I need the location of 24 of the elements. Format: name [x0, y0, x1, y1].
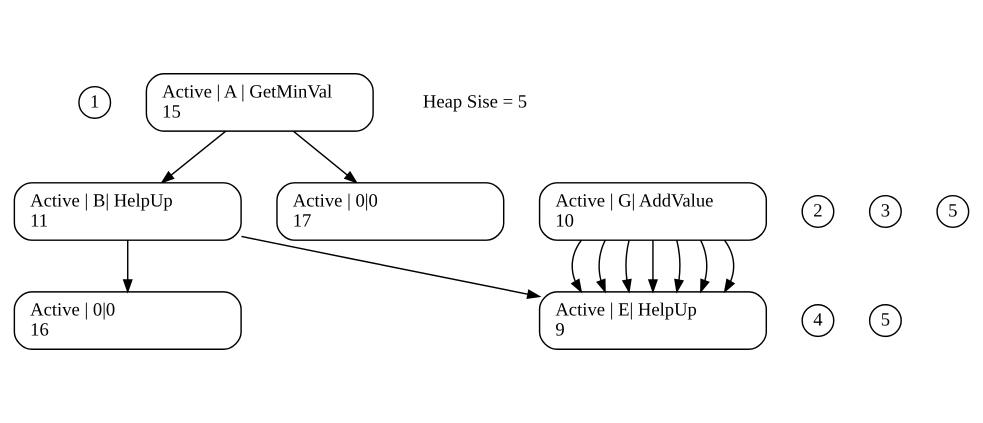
arrow [622, 240, 632, 294]
arrow [160, 130, 226, 184]
arrow [292, 130, 358, 184]
label: Heap Sise = 5 [422, 91, 528, 112]
node-box: Active | A | GetMinVal 15 [146, 73, 374, 132]
arrow [570, 240, 582, 294]
node-circle: 5 [868, 304, 902, 338]
node-box: Active | B| HelpUp 11 [14, 182, 242, 241]
arrow [241, 236, 542, 300]
node-circle: 2 [801, 195, 834, 228]
arrow [648, 240, 658, 294]
arrow [596, 240, 606, 294]
arrow [674, 240, 684, 294]
node-circle: 1 [78, 86, 112, 119]
arrow [724, 240, 736, 294]
node-box: Active | 0|0 17 [276, 182, 504, 241]
node-box: Active | 0|0 16 [14, 291, 242, 350]
node-circle: 3 [868, 195, 902, 228]
arrow [122, 240, 133, 294]
arrow [700, 240, 710, 294]
node-box: Active | E| HelpUp 9 [538, 291, 768, 350]
node-circle: 4 [801, 304, 834, 338]
node-circle: 5 [936, 195, 970, 228]
node-box: Active | G| AddValue 10 [538, 182, 768, 241]
